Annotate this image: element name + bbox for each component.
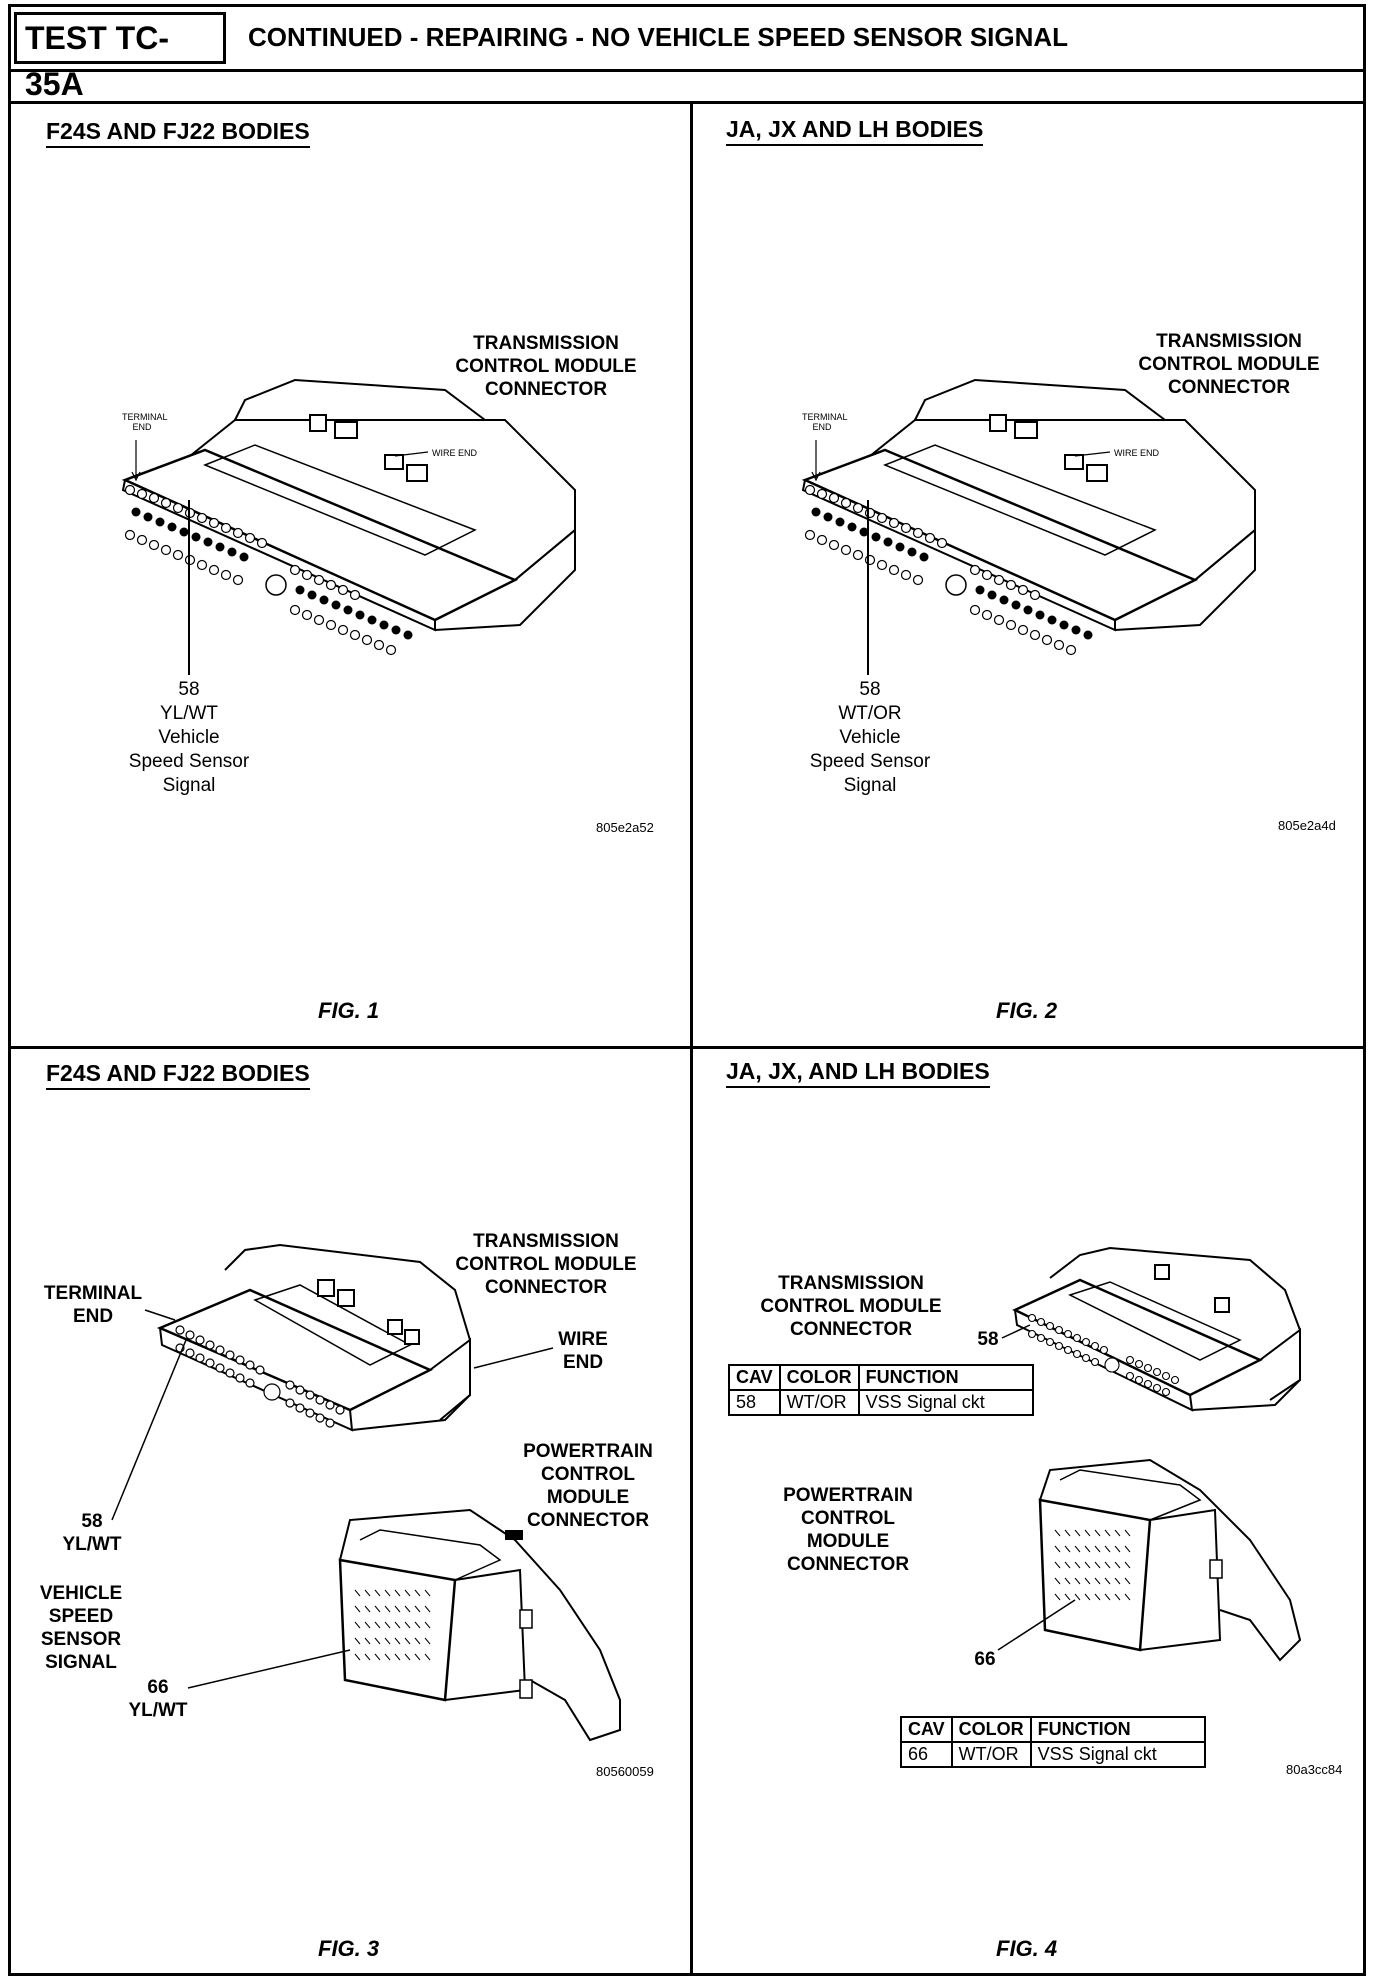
fig4-pin-58: 58	[977, 1329, 999, 1350]
pin-66-leader-fig3	[187, 1649, 351, 1689]
pcm-connector-fig3	[338, 1508, 621, 1742]
pin-dots-fig2	[804, 484, 1093, 656]
fig4-cav-table-58: CAV COLOR FUNCTION 58 WT/OR VSS Signal c…	[728, 1364, 1034, 1416]
fig3-pcm-label: POWERTRAIN CONTROL MODULE CONNECTOR	[523, 1441, 653, 1531]
function-header: FUNCTION	[1029, 1716, 1206, 1743]
cav-header: CAV	[728, 1364, 781, 1391]
fig2-pin-number: 58	[859, 679, 881, 700]
fig4-tcm-label: TRANSMISSION CONTROL MODULE CONNECTOR	[760, 1273, 942, 1340]
cav-cell: 58	[728, 1389, 781, 1416]
fig4-title: JA, JX, AND LH BODIES	[726, 1058, 990, 1088]
fig4-pin-66: 66	[974, 1649, 996, 1670]
fig4-pcm-label: POWERTRAIN CONTROL MODULE CONNECTOR	[783, 1485, 913, 1575]
tcm-connector-fig1	[121, 378, 577, 632]
page-frame	[8, 4, 1366, 1976]
cav-cell: 66	[900, 1741, 953, 1768]
fig2-caption: FIG. 2	[996, 998, 1058, 1023]
fig1-terminal-end: TERMINAL END	[122, 412, 168, 432]
fig2-code: 805e2a4d	[1278, 818, 1336, 833]
page-header	[8, 4, 1366, 72]
fig1-wire-end: WIRE END	[432, 448, 477, 458]
panel-divider-horizontal	[8, 1046, 1366, 1049]
fig1-title: F24S AND FJ22 BODIES	[46, 118, 310, 148]
function-header: FUNCTION	[857, 1364, 1034, 1391]
pin-66-leader-fig4	[997, 1599, 1076, 1651]
fig3-wire-end: WIRE END	[558, 1329, 608, 1373]
fig2-pin-description: Vehicle Speed Sensor Signal	[809, 727, 931, 796]
fig1-tcm-label: TRANSMISSION CONTROL MODULE CONNECTOR	[455, 333, 637, 400]
tcm-connector-fig2	[801, 378, 1257, 632]
test-id-box: TEST TC-35A	[14, 12, 226, 102]
fig2-tcm-label: TRANSMISSION CONTROL MODULE CONNECTOR	[1138, 331, 1320, 398]
pin-58-leader-fig3	[111, 1339, 187, 1521]
fig3-code: 80560059	[596, 1764, 654, 1779]
fig2-pin-color: WT/OR	[838, 703, 902, 724]
fig3-terminal-end: TERMINAL END	[43, 1283, 143, 1327]
tcm-connector-fig3	[156, 1243, 471, 1432]
fig1-pin-color: YL/WT	[159, 703, 219, 724]
color-cell: WT/OR	[778, 1389, 860, 1416]
fig2-terminal-end: TERMINAL END	[802, 412, 848, 432]
fig1-pin-description: Vehicle Speed Sensor Signal	[128, 727, 250, 796]
fig1-caption: FIG. 1	[318, 998, 380, 1023]
pin-dots-fig1	[124, 484, 413, 656]
fig3-signal-label: VEHICLE SPEED SENSOR SIGNAL	[39, 1583, 123, 1673]
fig1-code: 805e2a52	[596, 820, 654, 835]
fig4-caption: FIG. 4	[996, 1936, 1058, 1961]
color-header: COLOR	[778, 1364, 860, 1391]
function-cell: VSS Signal ckt	[1029, 1741, 1206, 1768]
fig1-pin-number: 58	[178, 679, 200, 700]
function-cell: VSS Signal ckt	[857, 1389, 1034, 1416]
cav-header: CAV	[900, 1716, 953, 1743]
color-header: COLOR	[950, 1716, 1032, 1743]
fig3-tcm-label: TRANSMISSION CONTROL MODULE CONNECTOR	[455, 1231, 637, 1298]
header-spacer	[8, 72, 1366, 104]
pcm-connector-fig4	[1038, 1458, 1302, 1662]
color-cell: WT/OR	[950, 1741, 1032, 1768]
fig3-caption: FIG. 3	[318, 1936, 380, 1961]
fig3-title: F24S AND FJ22 BODIES	[46, 1060, 310, 1090]
tcm-connector-fig4	[1012, 1246, 1301, 1412]
fig2-title: JA, JX AND LH BODIES	[726, 116, 984, 146]
fig2-wire-end: WIRE END	[1114, 448, 1159, 458]
fig3-pin-66: 66 YL/WT	[128, 1677, 188, 1721]
fig4-cav-table-66: CAV COLOR FUNCTION 66 WT/OR VSS Signal c…	[900, 1716, 1206, 1768]
fig4-code: 80a3cc84	[1286, 1762, 1343, 1777]
fig3-pin-58: 58 YL/WT	[62, 1511, 122, 1555]
panel-divider-vertical	[690, 104, 693, 1976]
page-title: CONTINUED - REPAIRING - NO VEHICLE SPEED…	[248, 22, 1069, 52]
